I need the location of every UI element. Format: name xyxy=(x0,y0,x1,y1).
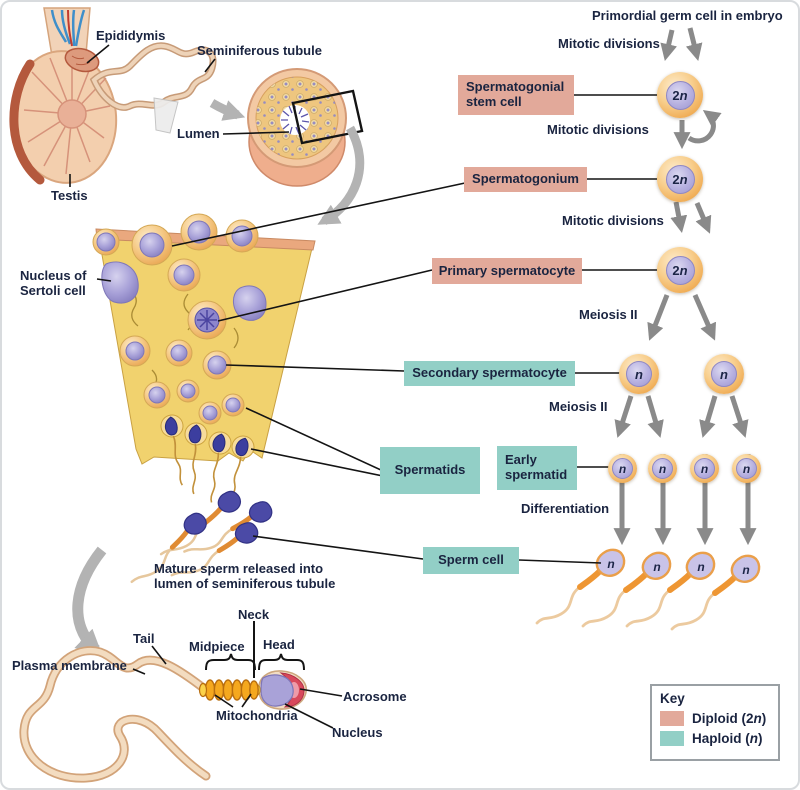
box-spermatids: Spermatids xyxy=(380,447,480,494)
label-primordial-germ-cell: Primordial germ cell in embryo xyxy=(592,8,783,23)
tubule-cross-section xyxy=(247,68,364,187)
label-sertoli-nucleus: Nucleus of Sertoli cell xyxy=(20,268,87,299)
mitochondria-coils xyxy=(204,679,259,701)
label-midpiece: Midpiece xyxy=(189,639,245,654)
testis-illustration xyxy=(9,7,217,185)
head-brace xyxy=(258,653,305,671)
key-row-diploid: Diploid (2n) xyxy=(660,711,770,726)
midpiece-brace xyxy=(205,653,256,671)
cell-early-spermatid-n-1: n xyxy=(608,454,637,483)
label-seminiferous-tubule: Seminiferous tubule xyxy=(197,43,322,58)
label-meiosis-1: Meiosis II xyxy=(579,307,638,322)
key-legend: Key Diploid (2n) Haploid (n) xyxy=(650,684,780,761)
cell-secondary-spermatocyte-n-2: n xyxy=(704,354,744,394)
sperm-n-label-4: n xyxy=(742,563,750,577)
label-mitochondria: Mitochondria xyxy=(216,708,298,723)
sperm-n-label-3: n xyxy=(697,560,705,574)
label-nucleus: Nucleus xyxy=(332,725,383,740)
box-secondary-spermatocyte: Secondary spermatocyte xyxy=(404,361,575,386)
connector-lines xyxy=(69,44,661,729)
label-testis: Testis xyxy=(51,188,88,203)
epithelium-wedge xyxy=(92,213,316,509)
label-plasma-membrane: Plasma membrane xyxy=(12,658,127,673)
label-epididymis: Epididymis xyxy=(96,28,166,43)
sperm-n-label-2: n xyxy=(653,560,661,574)
haploid-swatch xyxy=(660,731,684,746)
box-primary-spermatocyte: Primary spermatocyte xyxy=(432,258,582,284)
label-head: Head xyxy=(263,637,295,652)
label-mitotic-divisions-2: Mitotic divisions xyxy=(547,122,649,137)
box-early-spermatid: Early spermatid xyxy=(497,446,577,490)
haploid-label: Haploid (n) xyxy=(692,731,763,746)
cell-early-spermatid-n-3: n xyxy=(690,454,719,483)
label-differentiation: Differentiation xyxy=(521,501,610,516)
label-neck: Neck xyxy=(238,607,270,622)
cell-early-spermatid-n-2: n xyxy=(648,454,677,483)
key-title: Key xyxy=(660,691,685,706)
sperm-n-label-1: n xyxy=(607,557,615,571)
diploid-label: Diploid (2n) xyxy=(692,711,767,726)
guide-arrows xyxy=(72,99,365,657)
diploid-swatch xyxy=(660,711,684,726)
label-meiosis-2: Meiosis II xyxy=(549,399,608,414)
label-mitotic-divisions-3: Mitotic divisions xyxy=(562,213,664,228)
box-sperm-cell: Sperm cell xyxy=(423,547,519,574)
self-renewal-loop-arrow xyxy=(687,110,722,144)
nucleus-shape xyxy=(260,674,294,707)
enlarged-sperm xyxy=(19,621,307,783)
label-tail: Tail xyxy=(133,631,155,646)
label-acrosome: Acrosome xyxy=(343,689,407,704)
label-mature-sperm: Mature sperm released into lumen of semi… xyxy=(154,561,336,592)
label-lumen: Lumen xyxy=(177,126,220,141)
box-spermatogonium: Spermatogonium xyxy=(464,167,587,192)
label-mitotic-divisions-1: Mitotic divisions xyxy=(558,36,660,51)
cell-early-spermatid-n-4: n xyxy=(732,454,761,483)
flow-arrows xyxy=(613,27,757,546)
cell-secondary-spermatocyte-n-1: n xyxy=(619,354,659,394)
key-row-haploid: Haploid (n) xyxy=(660,731,770,746)
box-spermatogonial-stem-cell: Spermatogonial stem cell xyxy=(458,75,574,115)
